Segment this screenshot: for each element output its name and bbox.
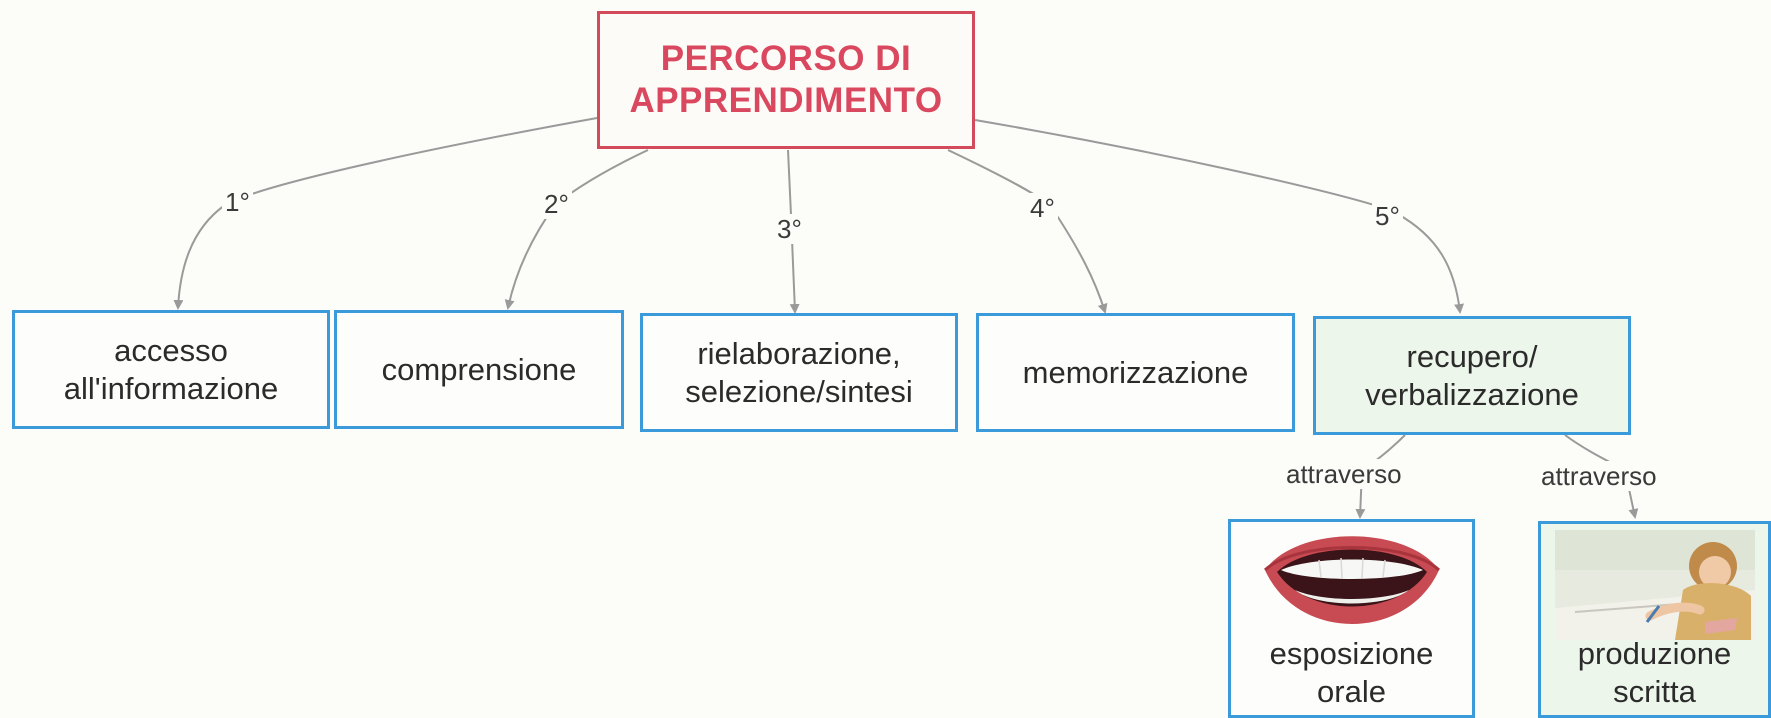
order-label-1: 1° [222, 187, 253, 217]
step-accesso-informazione: accesso all'informazione [12, 310, 330, 429]
edge-root-step2 [504, 149, 649, 310]
mouth-icon [1263, 536, 1441, 624]
output-esposizione-orale: esposizione orale [1228, 519, 1475, 718]
output-label-oral: esposizione orale [1269, 636, 1434, 709]
connector-label-written: attraverso [1538, 461, 1660, 491]
step-memorizzazione: memorizzazione [976, 313, 1295, 432]
step-rielaborazione-sintesi: rielaborazione, selezione/sintesi [640, 313, 958, 432]
step-recupero-verbalizzazione: recupero/ verbalizzazione [1313, 316, 1631, 435]
order-label-3: 3° [774, 214, 805, 244]
edge-root-step4 [947, 149, 1108, 314]
order-label-5: 5° [1372, 201, 1403, 231]
step-comprensione: comprensione [334, 310, 624, 429]
edge-root-step5 [974, 119, 1465, 314]
output-label-written: produzione scritta [1577, 636, 1732, 709]
connector-label-oral: attraverso [1283, 459, 1405, 489]
child-writing-icon [1555, 530, 1755, 640]
order-label-4: 4° [1027, 193, 1058, 223]
order-label-2: 2° [541, 189, 572, 219]
root-concept: PERCORSO DI APPRENDIMENTO [597, 11, 975, 149]
output-produzione-scritta: produzione scritta [1538, 521, 1771, 718]
